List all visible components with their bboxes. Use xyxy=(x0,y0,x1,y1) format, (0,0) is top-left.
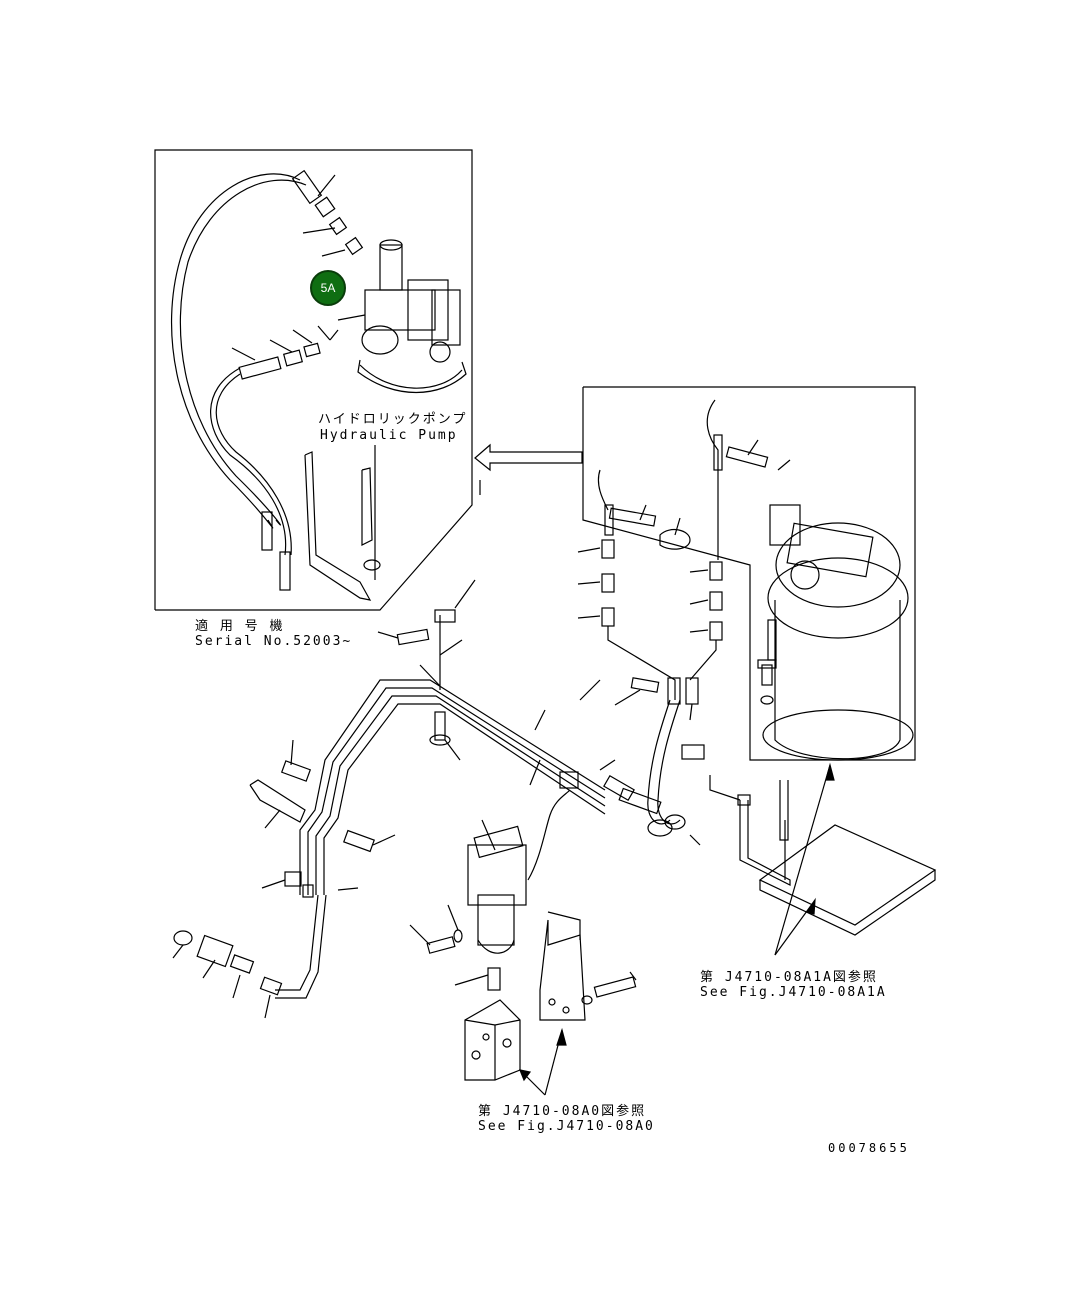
reference-leaders xyxy=(479,480,835,1096)
reference-2-jp: 第 J4710-08A0図参照 xyxy=(478,1104,647,1119)
reference-1-jp: 第 J4710-08A1A図参照 xyxy=(700,970,878,985)
reference-1-en: See Fig.J4710-08A1A xyxy=(700,985,887,1000)
reference-arrow xyxy=(474,443,583,472)
reference-2-en: See Fig.J4710-08A0 xyxy=(478,1119,655,1134)
tank-bracket-plate xyxy=(599,759,937,936)
serial-label-en: Serial No.52003~ xyxy=(195,634,353,649)
detail-box-pump xyxy=(154,149,473,611)
detail-box-tank xyxy=(577,386,916,761)
part-hotspot-5a[interactable]: 5A xyxy=(310,270,346,306)
serial-label-jp: 適 用 号 機 xyxy=(195,619,285,634)
main-pipes xyxy=(275,615,705,999)
drawing-number: 00078655 xyxy=(828,1141,910,1155)
pump-label-jp: ハイドロリックポンプ xyxy=(318,412,468,427)
hotspot-label: 5A xyxy=(320,281,336,295)
valve-assembly xyxy=(409,771,637,1081)
bolts-and-clamps xyxy=(172,579,476,1019)
pump-label-en: Hydraulic Pump xyxy=(320,428,458,443)
